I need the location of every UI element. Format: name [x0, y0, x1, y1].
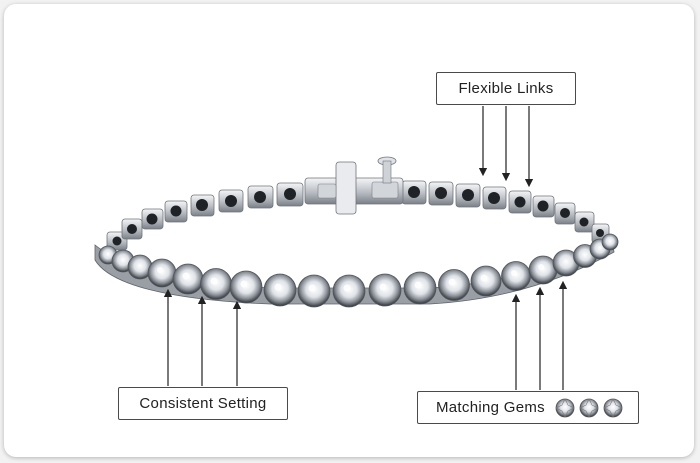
consistent-setting-arrows: [163, 288, 242, 386]
matching-gems-label: Matching Gems: [417, 391, 639, 424]
round-diamond-icon: [579, 397, 599, 418]
consistent-setting-label: Consistent Setting: [118, 387, 288, 420]
flexible-links-label: Flexible Links: [436, 72, 576, 105]
flexible-links-text: Flexible Links: [458, 80, 554, 97]
matching-gems-arrows: [511, 280, 568, 390]
clasp: [304, 156, 404, 215]
gem-icons: [555, 397, 623, 418]
matching-gems-text: Matching Gems: [436, 399, 545, 416]
round-diamond-icon: [603, 397, 623, 418]
consistent-setting-text: Consistent Setting: [139, 395, 267, 412]
back-links: [106, 180, 610, 251]
flexible-links-arrows: [478, 106, 534, 188]
front-gems: [94, 233, 619, 308]
round-diamond-icon: [555, 397, 575, 418]
